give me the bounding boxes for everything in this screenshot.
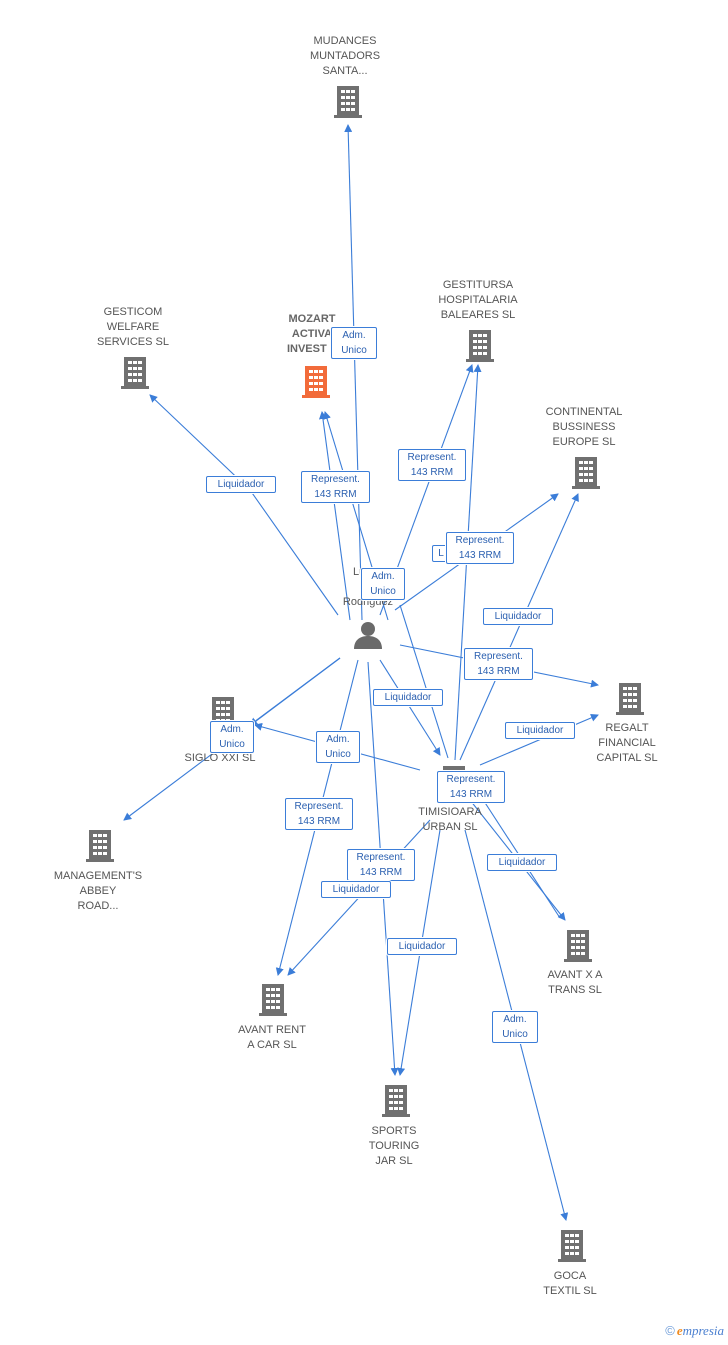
building-icon-sports[interactable] — [382, 1085, 410, 1117]
building-icon-avantrent[interactable] — [259, 984, 287, 1016]
company-label-management[interactable]: MANAGEMENT'S ABBEY ROAD... — [53, 870, 143, 912]
empresia-logo: ©empresia — [665, 1323, 724, 1339]
edge-tim-continental — [459, 493, 579, 761]
copyright-symbol: © — [665, 1323, 675, 1338]
edge-label-represent[interactable]: Represent. 143 RRM — [285, 798, 353, 830]
edge-label-adm-unico[interactable]: Adm. Unico — [210, 721, 254, 753]
edge-label-represent[interactable]: Represent. 143 RRM — [464, 648, 533, 680]
edge-label-liquidador[interactable]: Liquidador — [373, 689, 443, 706]
building-icon-avantx[interactable] — [564, 930, 592, 962]
building-icon-gestitursa[interactable] — [466, 330, 494, 362]
edge-label-liquidador[interactable]: Liquidador — [206, 476, 276, 493]
edge-label-adm-unico[interactable]: Adm. Unico — [331, 327, 377, 359]
company-label-mudances[interactable]: MUDANCES MUNTADORS SANTA... — [309, 35, 381, 77]
company-label-continental[interactable]: CONTINENTAL BUSSINESS EUROPE SL — [545, 406, 623, 448]
company-label-gesticom[interactable]: GESTICOM WELFARE SERVICES SL — [97, 306, 169, 348]
building-icon-regalt[interactable] — [616, 683, 644, 715]
person-icon[interactable] — [354, 622, 382, 649]
brand-name: mpresia — [682, 1323, 724, 1338]
edge-label-represent[interactable]: Represent. 143 RRM — [347, 849, 415, 881]
edge-label-represent[interactable]: Represent. 143 RRM — [398, 449, 466, 481]
company-label-gestitursa[interactable]: GESTITURSA HOSPITALARIA BALEARES SL — [438, 279, 518, 321]
building-icon-management[interactable] — [86, 830, 114, 862]
building-icon-mozart[interactable] — [302, 366, 330, 398]
company-label-regalt[interactable]: REGALT FINANCIAL CAPITAL SL — [596, 722, 658, 764]
brand-e: e — [676, 1323, 683, 1338]
edge-label-liquidador[interactable]: Liquidador — [483, 608, 553, 625]
company-label-avantrent[interactable]: AVANT RENT A CAR SL — [238, 1024, 306, 1051]
edge-label-liquidador[interactable]: Liquidador — [387, 938, 457, 955]
edge-timisioara — [379, 659, 441, 756]
edge-person-timisioara — [399, 604, 449, 759]
edge-label-adm-unico[interactable]: Adm. Unico — [316, 731, 360, 763]
building-icon-continental[interactable] — [572, 457, 600, 489]
edge-label-represent[interactable]: Represent. 143 RRM — [301, 471, 370, 503]
edge-mudances — [344, 124, 363, 621]
edge-label-adm-unico[interactable]: Adm. Unico — [361, 568, 405, 600]
edge-label-adm-unico[interactable]: Adm. Unico — [492, 1011, 538, 1043]
edge-label-represent[interactable]: Represent. 143 RRM — [437, 771, 505, 803]
building-icon-goca[interactable] — [558, 1230, 586, 1262]
edge-label-liquidador[interactable]: Liquidador — [505, 722, 575, 739]
edge-label-liquidador[interactable]: Liquidador — [321, 881, 391, 898]
edge-mozart-a — [318, 411, 351, 621]
company-label-avantx[interactable]: AVANT X A TRANS SL — [547, 969, 603, 996]
edge-label-represent[interactable]: Represent. 143 RRM — [446, 532, 514, 564]
building-icon-gesticom[interactable] — [121, 357, 149, 389]
edge-label-liquidador[interactable]: Liquidador — [487, 854, 557, 871]
company-label-sports[interactable]: SPORTS TOURING JAR SL — [368, 1125, 420, 1167]
edge-tim-regalt — [479, 714, 599, 766]
building-icon-mudances[interactable] — [334, 86, 362, 118]
company-label-goca[interactable]: GOCA TEXTIL SL — [543, 1270, 597, 1297]
company-label-timisioara[interactable]: TIMISIOARA URBAN SL — [418, 806, 482, 833]
